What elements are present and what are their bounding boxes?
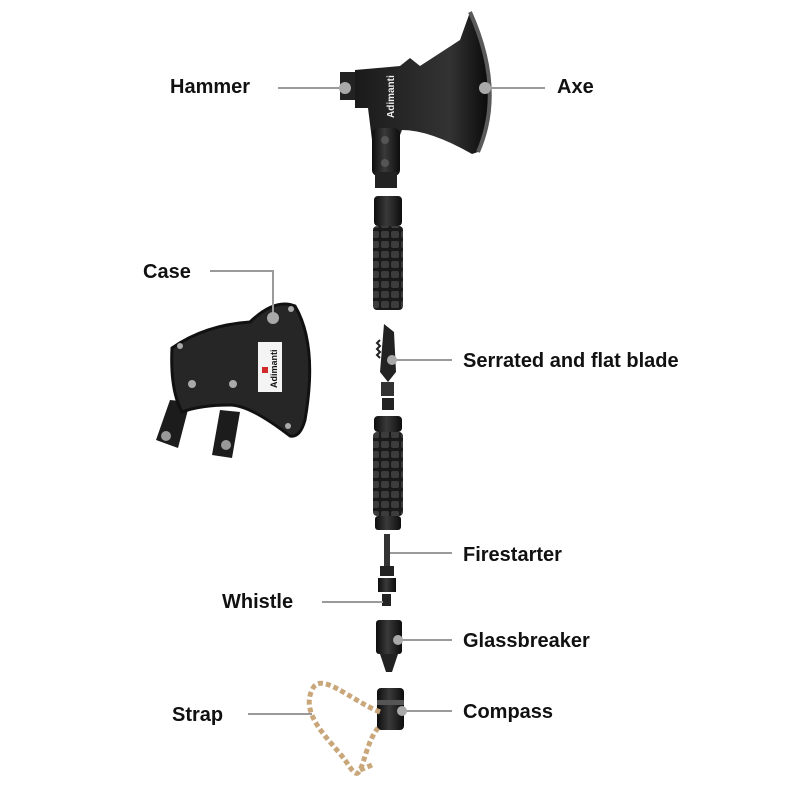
- label-case: Case: [143, 261, 191, 283]
- label-blade: Serrated and flat blade: [463, 350, 679, 372]
- label-whistle: Whistle: [222, 591, 293, 613]
- axe-case: Adimanti: [156, 302, 312, 458]
- label-hammer: Hammer: [170, 76, 250, 98]
- axe-blade: [355, 12, 490, 154]
- label-strap: Strap: [172, 704, 223, 726]
- handle-segment-lower: [373, 416, 403, 530]
- axe-logo: Adimanti: [386, 75, 397, 118]
- whistle-part: [378, 566, 396, 606]
- strap-cord: [306, 680, 381, 776]
- axe-socket: [372, 128, 400, 176]
- case-logo: Adimanti: [269, 349, 279, 388]
- label-firestarter: Firestarter: [463, 544, 562, 566]
- label-axe: Axe: [557, 76, 594, 98]
- label-glassbreaker: Glassbreaker: [463, 630, 590, 652]
- leader-lines: [210, 82, 545, 716]
- firestarter-rod: [384, 534, 390, 566]
- handle-segment-upper: [373, 196, 403, 310]
- glassbreaker-part: [376, 620, 402, 672]
- compass-part: [377, 688, 404, 730]
- label-compass: Compass: [463, 701, 553, 723]
- knife-blade: [375, 324, 396, 410]
- axe-head: Adimanti: [340, 11, 492, 188]
